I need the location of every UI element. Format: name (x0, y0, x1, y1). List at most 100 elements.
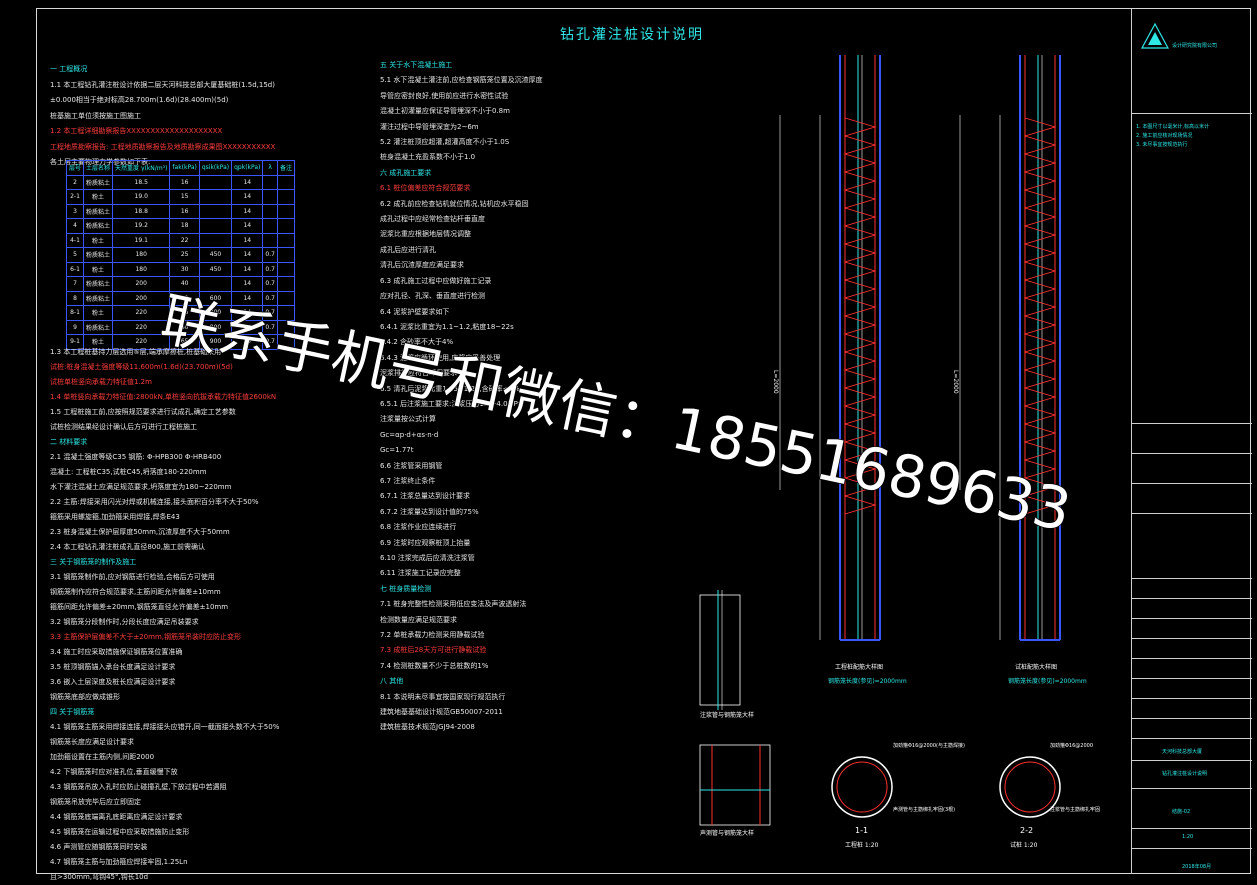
pile-1-reinforcement-detail (779, 55, 881, 641)
note-line: 2.1 混凝土强度等级C35 钢筋: Φ-HPB300 Φ-HRB400 (50, 453, 222, 461)
note-line: 7.1 桩身完整性检测采用低应变法及声波透射法 (380, 600, 527, 609)
table-cell: 4 (65, 218, 85, 234)
note-line: 6.7.1 注浆总量达到设计要求 (380, 492, 471, 501)
company-logo-icon (1140, 22, 1170, 49)
project-name: 天河科技总部大厦 (1162, 749, 1203, 755)
note-line: 加劲箍设置在主筋内侧,间距2000 (50, 753, 155, 761)
note-line: 3.1 钢筋笼制作前,应对钢筋进行检验,合格后方可使用 (50, 573, 215, 581)
table-header-cell: fak(kPa) (169, 160, 200, 176)
drawing-scale: 1:20 (1182, 834, 1194, 840)
note-line: 6.2 成孔前应检查钻机就位情况,钻机应水平稳固 (380, 199, 529, 208)
note-line: 7.2 单桩承载力检测采用静载试验 (380, 631, 485, 640)
detail-sonic-caption: 声测管与钢筋笼大样 (700, 830, 755, 837)
note-line: 导管应密封良好,使用前应进行水密性试验 (380, 91, 509, 100)
note-line: 6.10 注浆完成后应清洗注浆管 (380, 554, 475, 562)
pile-1-scale: 钢筋笼长度(参见)=2000mm (828, 678, 907, 685)
note-line: 1.2 本工程详细勘察报告XXXXXXXXXXXXXXXXXXXX (50, 127, 223, 135)
table-header-cell: λ (262, 160, 278, 176)
note-line: 8.1 本说明未尽事宜按国家现行规范执行 (380, 692, 506, 701)
table-cell: 粉质粘土 (83, 174, 114, 190)
note-line: 一 工程概况 (50, 65, 88, 73)
note-line: 5.2 灌注桩顶应超灌,超灌高度不小于1.0S (380, 138, 510, 147)
note-line: 6.9 注浆时应观察桩顶上抬量 (380, 538, 471, 547)
note-line: 泥浆排放应符合环保要求 (380, 369, 457, 378)
note-line: 6.5.1 后注浆施工要求:注浆压力1.2~4.0MPa (380, 399, 522, 408)
note-line: 混凝土初灌量应保证导管埋深不小于0.8m (380, 107, 510, 116)
table-cell (276, 174, 295, 190)
note-line: 混凝土: 工程桩C35,试桩C45,坍落度180-220mm (50, 468, 207, 476)
note-line: 7.4 检测桩数量不少于总桩数的1% (380, 661, 489, 670)
note-line: 三 关于钢筋笼的制作及施工 (50, 558, 137, 566)
title-block: 设计研究院有限公司 1. 本图尺寸以毫米计,标高以米计 2. 施工前应核对现场情… (1131, 8, 1252, 874)
table-cell (276, 218, 295, 234)
note-line: 桩基施工单位须按施工图施工 (50, 111, 141, 120)
drawing-name: 钻孔灌注桩设计说明 (1162, 771, 1208, 777)
note-line: 试桩单桩竖向承载力特征值1.2m (50, 378, 152, 386)
note-line: 2.4 本工程钻孔灌注桩成孔直径800,施工前需确认 (50, 543, 205, 551)
note-line: 应对孔径、孔深、垂直度进行检测 (380, 292, 485, 301)
note-line: 工程地质勘察报告: 工程地质勘察报告及地质勘察成果图XXXXXXXXXXX (50, 142, 276, 151)
table-cell: 14 (231, 203, 264, 219)
note-line: 1.5 工程桩施工前,应按照规范要求进行试成孔,确定工艺参数 (50, 408, 236, 416)
section-1-note-a: 加劲箍Φ16@2000(与主筋焊接) (893, 743, 965, 749)
table-cell: 16 (169, 203, 200, 219)
note-line: 3.5 桩顶钢筋锚入承台长度满足设计要求 (50, 663, 176, 671)
table-header-cell: qsik(kPa) (198, 160, 233, 176)
note-line: 3.2 钢筋笼分段制作时,分段长度应满足吊装要求 (50, 618, 199, 626)
section-2-note-b: 注浆管与主筋绑扎牢固 (1050, 807, 1101, 813)
pile-2-caption: 试桩配筋大样图 (1015, 664, 1058, 671)
note-line: 1.1 本工程钻孔灌注桩设计依据二层天河科技总部大厦基础桩(1.5d,15d) (50, 80, 275, 89)
design-note-3: 3. 未尽事宜按规范执行 (1136, 142, 1188, 148)
design-note-2: 2. 施工前应核对现场情况 (1136, 133, 1193, 139)
note-line: 且>300mm,弯钩45°,钩长10d (50, 873, 149, 881)
note-line: 3.6 嵌入土层深度及桩长应满足设计要求 (50, 678, 176, 686)
detail-grout-caption: 注浆管与钢筋笼大样 (700, 712, 755, 719)
table-cell: 粉质粘土 (83, 218, 114, 234)
table-cell: 8 (65, 290, 85, 306)
drawing-frame (36, 8, 1251, 874)
table-header-cell: 层号 (65, 160, 85, 176)
note-line: 试桩检测结果经设计确认后方可进行工程桩施工 (50, 423, 197, 431)
table-cell: 220 (112, 334, 171, 350)
note-line: 4.2 下钢筋笼时应对准孔位,垂直缓慢下放 (50, 768, 178, 776)
general-notes-bottom: 1.3 本工程桩基持力层选用⑤层,端承摩擦桩,桩基础采用 试桩:桩身混凝土强度等… (50, 345, 279, 885)
note-line: 成孔过程中应经常检查钻杆垂直度 (380, 215, 485, 224)
note-line: 清孔后沉渣厚度应满足要求 (380, 261, 464, 270)
pile-1-caption: 工程桩配筋大样图 (835, 664, 884, 671)
note-line: 6.11 注浆施工记录应完整 (380, 569, 461, 578)
table-cell: 9-1 (65, 334, 85, 350)
section-2-sublabel: 试桩 1:20 (1010, 842, 1038, 849)
note-line: 钢筋笼吊放完毕后应立即固定 (50, 798, 141, 806)
note-line: 4.7 钢筋笼主筋与加劲箍应焊接牢固,1.25Ln (50, 858, 188, 866)
section-1-note-b: 声测管与主筋绑扎牢固(3根) (893, 807, 956, 813)
pile-2-dimension: L=2000 (952, 370, 959, 394)
note-line: 6.6 注浆管采用钢管 (380, 461, 443, 470)
table-cell (276, 189, 295, 205)
note-line: Gc=αp·d+αs·n·d (380, 430, 439, 439)
section-2-label: 2-2 (1020, 826, 1034, 835)
note-line: 四 关于钢筋笼 (50, 708, 95, 716)
note-line: 桩身混凝土充盈系数不小于1.0 (380, 153, 476, 162)
note-line: 泥浆比重应根据地层情况调整 (380, 230, 471, 239)
table-cell: 2 (65, 174, 85, 190)
table-cell: 14 (231, 218, 264, 234)
note-line: 4.4 钢筋笼底端离孔底距离应满足设计要求 (50, 813, 183, 821)
table-cell: 14 (231, 189, 264, 205)
note-line: Gc=1.77t (380, 446, 414, 455)
section-1-sublabel: 工程桩 1:20 (845, 842, 879, 849)
table-cell: 8-1 (65, 305, 85, 321)
note-line: 6.7 注浆终止条件 (380, 476, 436, 485)
company-name: 设计研究院有限公司 (1172, 43, 1218, 49)
note-line: 建筑桩基技术规范JGJ94-2008 (380, 723, 475, 732)
drawing-title: 钻孔灌注桩设计说明 (560, 27, 704, 43)
table-cell (276, 232, 295, 248)
table-cell: 16 (169, 174, 200, 190)
note-line: 箍筋采用螺旋箍,加劲箍采用焊接,焊条E43 (50, 513, 180, 521)
note-line: 6.5 清孔后泥浆比重1.15~1.25,含砂率<8% (380, 384, 520, 393)
section-2-note-a: 加劲箍Φ16@2000 (1050, 743, 1094, 749)
table-cell: 14 (231, 334, 264, 350)
note-line: 五 关于水下混凝土施工 (380, 61, 453, 69)
